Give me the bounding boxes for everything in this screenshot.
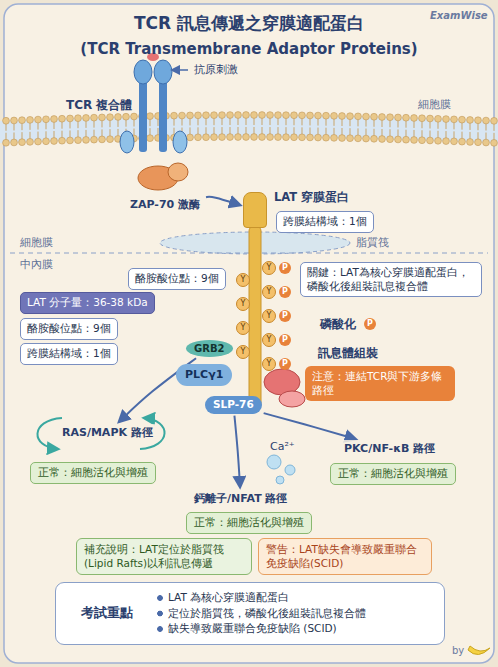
- subtitle: (TCR Transmembrane Adaptor Proteins): [0, 40, 498, 58]
- box-text: PKC/NF-κB 路徑: [344, 442, 435, 456]
- protein-blob: PLCγ1: [176, 364, 232, 386]
- outcome-box: 正常：細胞活化與增殖: [330, 463, 456, 485]
- box-text: 酪胺酸位點：9個: [135, 272, 219, 286]
- box-text: 跨膜結構域：1個: [283, 215, 367, 229]
- box-text: 正常：細胞活化與增殖: [38, 466, 148, 480]
- info-box: 跨膜結構域：1個: [20, 343, 118, 365]
- tyrosine-site: Y: [262, 309, 276, 323]
- region-label: 脂質筏: [356, 236, 389, 249]
- process-label: 訊息體組裝: [318, 346, 378, 360]
- box-text: SLP-76: [213, 398, 254, 412]
- tyrosine-site: Y: [262, 357, 276, 371]
- phosphate-mark: P: [279, 334, 291, 346]
- box-text: LAT 為核心穿膜適配蛋白: [156, 591, 434, 605]
- part-label: TCR 複合體: [64, 98, 134, 112]
- box-text: 正常：細胞活化與增殖: [338, 467, 448, 481]
- key-box: 關鍵：LAT為核心穿膜適配蛋白，磷酸化後組裝訊息複合體: [300, 262, 482, 297]
- tyrosine-site: Y: [262, 285, 276, 299]
- info-box: LAT 分子量：36-38 kDa: [20, 292, 155, 314]
- phosphate-mark: P: [364, 318, 376, 330]
- lat-chain: [249, 226, 261, 408]
- process-label: 磷酸化: [320, 317, 356, 331]
- box-text: 跨膜結構域：1個: [27, 347, 111, 361]
- connector-arrow: [234, 416, 240, 487]
- signature: by: [452, 645, 464, 657]
- box-text: GRB2: [194, 342, 225, 355]
- outcome-box: 正常：細胞活化與增殖: [30, 462, 156, 484]
- tyrosine-site: Y: [236, 297, 250, 311]
- watermark: ExamWise: [430, 10, 488, 22]
- box-heading: 考試重點: [66, 605, 148, 622]
- phosphate-mark: P: [279, 358, 291, 370]
- box-text: 鈣離子/NFAT 路徑: [194, 492, 287, 506]
- info-box: 酪胺酸位點：9個: [128, 268, 226, 290]
- cell-membrane: [0, 112, 498, 147]
- tyrosine-site: Y: [236, 345, 250, 359]
- pathway-label: 鈣離子/NFAT 路徑: [190, 490, 291, 508]
- protein-blob: GRB2: [186, 340, 233, 357]
- connector-arrow: [264, 413, 356, 439]
- box-text: LAT 分子量：36-38 kDa: [27, 296, 148, 310]
- pathway-label: PKC/NF-κB 路徑: [340, 440, 439, 458]
- box-text: 注意：連結TCR與下游多條路徑: [312, 370, 448, 397]
- phosphate-mark: P: [279, 262, 291, 274]
- box-text: 酪胺酸位點：9個: [27, 322, 111, 336]
- tyrosine-site: Y: [262, 261, 276, 275]
- kinase-label: ZAP-70 激酶: [126, 196, 204, 214]
- box-text: ZAP-70 激酶: [130, 198, 200, 212]
- region-label: 中內膜: [20, 258, 53, 271]
- box-text: 關鍵：LAT為核心穿膜適配蛋白，磷酸化後組裝訊息複合體: [307, 266, 475, 293]
- box-text: 正常：細胞活化與增殖: [194, 516, 304, 530]
- box-text: LAT 穿膜蛋白: [274, 190, 349, 205]
- pathway-label: RAS/MAPK 路徑: [58, 424, 157, 442]
- exam-points-box: 考試重點 LAT 為核心穿膜適配蛋白定位於脂質筏，磷酸化後組裝訊息複合體缺失導致嚴…: [55, 582, 445, 645]
- info-box: 跨膜結構域：1個: [276, 211, 374, 233]
- title: TCR 訊息傳遞之穿膜適配蛋白: [0, 12, 498, 35]
- lat-protein: LAT 穿膜蛋白: [243, 192, 267, 228]
- info-box: 酪胺酸位點：9個: [20, 318, 118, 340]
- connector-arrow: [206, 197, 240, 205]
- box-text: 補充說明：LAT定位於脂質筏(Lipid Rafts)以利訊息傳遞: [84, 543, 244, 570]
- cycle-arrows: [37, 418, 164, 449]
- region-label: 細胞膜: [418, 98, 451, 111]
- box-text: RAS/MAPK 路徑: [62, 426, 153, 440]
- phosphate-mark: P: [279, 286, 291, 298]
- banana-logo: [468, 646, 490, 655]
- warning-box: 警告：LAT缺失會導致嚴重聯合免疫缺陷(SCID): [258, 538, 432, 575]
- tyrosine-site: Y: [262, 333, 276, 347]
- box-text: PLCγ1: [185, 368, 223, 382]
- box-text: 缺失導致嚴重聯合免疫缺陷 (SCID): [156, 622, 434, 636]
- protein-blob: SLP-76: [205, 396, 262, 414]
- calcium-ions: [267, 455, 295, 484]
- tyrosine-site: Y: [236, 273, 250, 287]
- page-frame: [4, 4, 494, 663]
- tyrosine-site: Y: [236, 321, 250, 335]
- note-box: 注意：連結TCR與下游多條路徑: [305, 366, 455, 401]
- ion-label: Ca²⁺: [268, 440, 297, 453]
- zap70-kinase: [138, 163, 188, 190]
- signalosome-parts: [264, 369, 305, 407]
- region-label: 細胞膜: [20, 236, 53, 249]
- stimulus-label: 抗原刺激: [192, 63, 240, 76]
- phosphate-mark: P: [279, 310, 291, 322]
- outcome-box: 正常：細胞活化與增殖: [186, 512, 312, 534]
- box-text: 警告：LAT缺失會導致嚴重聯合免疫缺陷(SCID): [266, 543, 424, 570]
- supplement-box: 補充說明：LAT定位於脂質筏(Lipid Rafts)以利訊息傳遞: [76, 538, 252, 575]
- box-text: 定位於脂質筏，磷酸化後組裝訊息複合體: [156, 607, 434, 621]
